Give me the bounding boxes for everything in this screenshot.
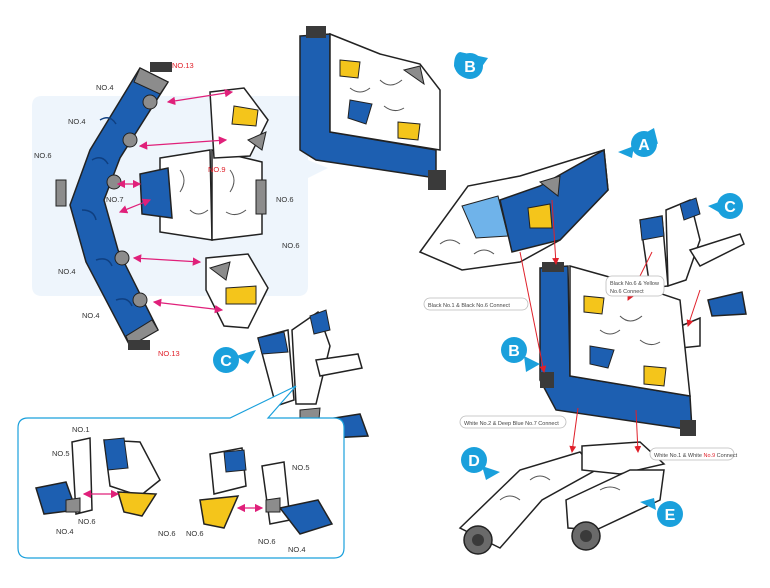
badge-e-label: E [665, 507, 676, 524]
bottom-left-parts [35, 437, 161, 517]
note-white1-suffix: Connect [715, 453, 737, 459]
note-black6-yellow: Black No.6 & Yellow No.6 Connect [605, 275, 665, 297]
label-bp-no6-mid: NO.6 [158, 529, 176, 538]
badge-a-label: A [638, 137, 650, 154]
note-black6-yellow-line2: No.6 Connect [610, 289, 644, 295]
assembly-a [418, 148, 609, 271]
label-bp-no4-right: NO.4 [288, 545, 306, 554]
label-bp-no5-right: NO.5 [292, 463, 310, 472]
label-bp-no5-left: NO.5 [52, 449, 70, 458]
label-no9: NO.9 [208, 165, 226, 174]
label-no4-d: NO.4 [82, 311, 100, 320]
badge-d: D [461, 447, 500, 480]
label-no4-a: NO.4 [96, 83, 114, 92]
badge-a: A [618, 128, 658, 158]
note-black1-black6-text: Black No.1 & Black No.6 Connect [428, 303, 510, 309]
badge-b-mid: B [501, 337, 540, 372]
note-white2-blue7: White No.2 & Deep Blue No.7 Connect [459, 415, 567, 429]
badge-c-mid-label: C [220, 353, 232, 370]
note-black6-yellow-line1: Black No.6 & Yellow [610, 281, 659, 287]
assembly-d-e-base [458, 441, 666, 555]
assembly-c-right [639, 197, 747, 349]
badge-b-top: B [454, 52, 488, 79]
badge-b-top-label: B [464, 59, 476, 76]
badge-c-right: C [708, 193, 743, 219]
label-no4-c: NO.4 [58, 267, 76, 276]
badge-d-label: D [468, 453, 480, 470]
note-white1-highlight: No.9 [704, 453, 716, 459]
label-no6-a: NO.6 [276, 195, 294, 204]
note-white1-prefix: White No.1 & White [654, 453, 704, 459]
badge-c-mid: C [213, 347, 256, 373]
badge-c-right-label: C [724, 199, 736, 216]
label-no7: NO.7 [106, 195, 124, 204]
center-butterfly-assembly [139, 149, 267, 241]
note-black1-black6: Black No.1 & Black No.6 Connect [423, 297, 529, 311]
label-bp-no6-right-a: NO.6 [186, 529, 204, 538]
label-no6-left: NO.6 [34, 151, 52, 160]
label-no4-b: NO.4 [68, 117, 86, 126]
bottom-right-parts [199, 447, 334, 535]
note-white1-white9-text: White No.1 & White No.9 Connect [654, 453, 738, 459]
bottom-detail-panel: NO.1 NO.5 NO.6 NO.4 NO.6 NO.6 NO.5 NO.6 … [17, 385, 345, 559]
label-no6-b: NO.6 [282, 241, 300, 250]
top-panel-arrows [116, 88, 234, 314]
top-detail-panel: NO.13 NO.4 NO.4 NO.6 NO.9 NO.7 NO.6 NO.6… [32, 61, 328, 358]
label-bp-no6-left: NO.6 [78, 517, 96, 526]
label-no13-bottom: NO.13 [158, 349, 180, 358]
label-bp-no1: NO.1 [72, 425, 90, 434]
label-bp-no6-right-b: NO.6 [258, 537, 276, 546]
label-bp-no4-left: NO.4 [56, 527, 74, 536]
assembly-b-top [299, 26, 446, 190]
label-no13-top: NO.13 [172, 61, 194, 70]
badge-e: E [640, 498, 683, 527]
note-white2-blue7-text: White No.2 & Deep Blue No.7 Connect [464, 421, 559, 427]
badge-b-mid-label: B [508, 343, 520, 360]
note-white1-white9: White No.1 & White No.9 Connect [649, 447, 738, 461]
blue-arm-assembly [55, 62, 172, 350]
connection-arrows [519, 199, 701, 453]
